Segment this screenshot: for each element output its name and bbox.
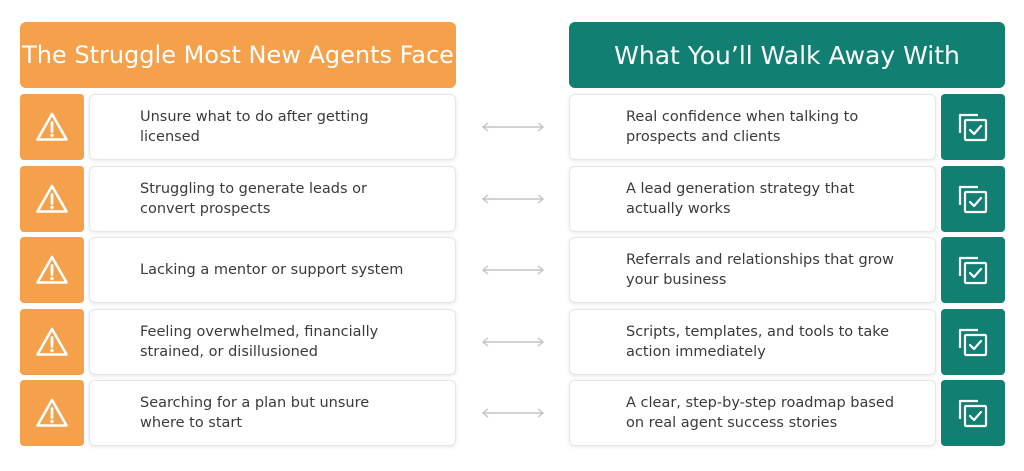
outcome-card: A clear, step-by-step roadmap based on r… [569, 380, 936, 446]
double-arrow-icon [481, 194, 545, 204]
comparison-row: Lacking a mentor or support system Refer… [0, 237, 1024, 303]
checked-copy-icon [958, 113, 988, 142]
struggle-text: Unsure what to do after getting licensed [140, 109, 369, 145]
checked-copy-icon [958, 256, 988, 285]
struggle-text: Lacking a mentor or support system [140, 262, 404, 278]
checked-copy-icon-box [941, 166, 1005, 232]
outcome-header-title: What You’ll Walk Away With [614, 40, 960, 70]
outcome-text: Scripts, templates, and tools to take ac… [626, 324, 890, 360]
struggle-card: Unsure what to do after getting licensed [89, 94, 456, 160]
outcome-text: Real confidence when talking to prospect… [626, 109, 859, 145]
checked-copy-icon [958, 328, 988, 357]
comparison-row: Unsure what to do after getting licensed… [0, 94, 1024, 160]
double-arrow-icon [481, 408, 545, 418]
double-arrow-icon [481, 265, 545, 275]
double-arrow-icon [481, 122, 545, 132]
checked-copy-icon-box [941, 309, 1005, 375]
checked-copy-icon-box [941, 237, 1005, 303]
struggle-text: Feeling overwhelmed, financially straine… [140, 324, 379, 360]
warning-icon-box [20, 309, 84, 375]
warning-icon [36, 184, 68, 213]
struggle-card: Struggling to generate leads or convert … [89, 166, 456, 232]
outcome-header: What You’ll Walk Away With [569, 22, 1005, 88]
warning-icon-box [20, 380, 84, 446]
comparison-row: Feeling overwhelmed, financially straine… [0, 309, 1024, 375]
outcome-card: Real confidence when talking to prospect… [569, 94, 936, 160]
warning-icon [36, 327, 68, 356]
warning-icon [36, 112, 68, 141]
struggle-card: Feeling overwhelmed, financially straine… [89, 309, 456, 375]
struggle-card: Lacking a mentor or support system [89, 237, 456, 303]
checked-copy-icon [958, 399, 988, 428]
comparison-row: Struggling to generate leads or convert … [0, 166, 1024, 232]
checked-copy-icon [958, 185, 988, 214]
struggle-header-title: The Struggle Most New Agents Face [22, 41, 454, 69]
outcome-text: Referrals and relationships that grow yo… [626, 252, 895, 288]
struggle-card: Searching for a plan but unsure where to… [89, 380, 456, 446]
warning-icon [36, 398, 68, 427]
warning-icon-box [20, 237, 84, 303]
outcome-card: Scripts, templates, and tools to take ac… [569, 309, 936, 375]
comparison-row: Searching for a plan but unsure where to… [0, 380, 1024, 446]
outcome-text: A lead generation strategy that actually… [626, 181, 855, 217]
checked-copy-icon-box [941, 380, 1005, 446]
outcome-text: A clear, step-by-step roadmap based on r… [626, 395, 895, 431]
outcome-card: A lead generation strategy that actually… [569, 166, 936, 232]
warning-icon-box [20, 94, 84, 160]
warning-icon-box [20, 166, 84, 232]
struggle-text: Searching for a plan but unsure where to… [140, 395, 370, 431]
struggle-header: The Struggle Most New Agents Face [20, 22, 456, 88]
struggle-text: Struggling to generate leads or convert … [140, 181, 368, 217]
checked-copy-icon-box [941, 94, 1005, 160]
double-arrow-icon [481, 337, 545, 347]
outcome-card: Referrals and relationships that grow yo… [569, 237, 936, 303]
warning-icon [36, 255, 68, 284]
